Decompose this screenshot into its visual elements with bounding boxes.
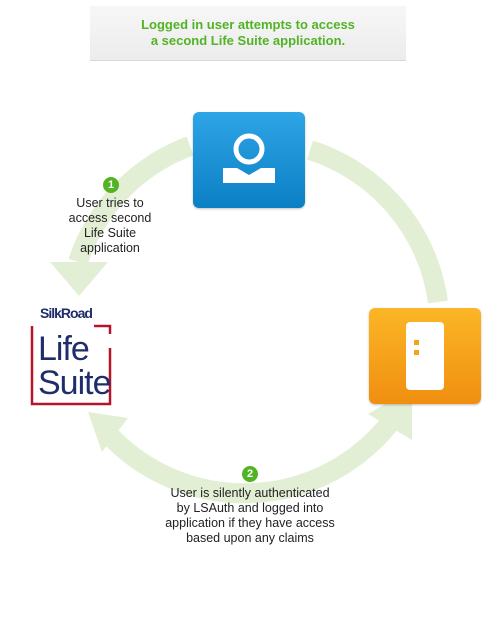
lifesuite-logo: SilkRoad Life Suite	[28, 302, 116, 406]
step-1-badge: 1	[103, 177, 119, 193]
step-2-text: User is silently authenticated by LSAuth…	[165, 486, 335, 545]
step-2-badge: 2	[242, 466, 258, 482]
application-door-icon	[406, 322, 444, 390]
logo-frame	[30, 324, 112, 406]
logo-brand: SilkRoad	[40, 305, 93, 321]
arrow-user-to-logo	[68, 136, 194, 266]
user-profile-icon	[223, 133, 275, 183]
application-node	[369, 308, 481, 404]
logo-word-suite: Suite	[38, 364, 111, 402]
arrowhead-logo-top	[50, 262, 108, 296]
header-banner: Logged in user attempts to access a seco…	[90, 6, 406, 61]
arrow-app-to-logo	[102, 406, 407, 504]
user-node	[193, 112, 305, 208]
header-title: Logged in user attempts to access a seco…	[141, 17, 355, 48]
logo-word-life: Life	[38, 330, 90, 368]
arrowhead-logo-bottom	[88, 412, 128, 452]
step-1-text: User tries to access second Life Suite a…	[68, 196, 152, 255]
arrow-user-to-app	[306, 140, 448, 304]
